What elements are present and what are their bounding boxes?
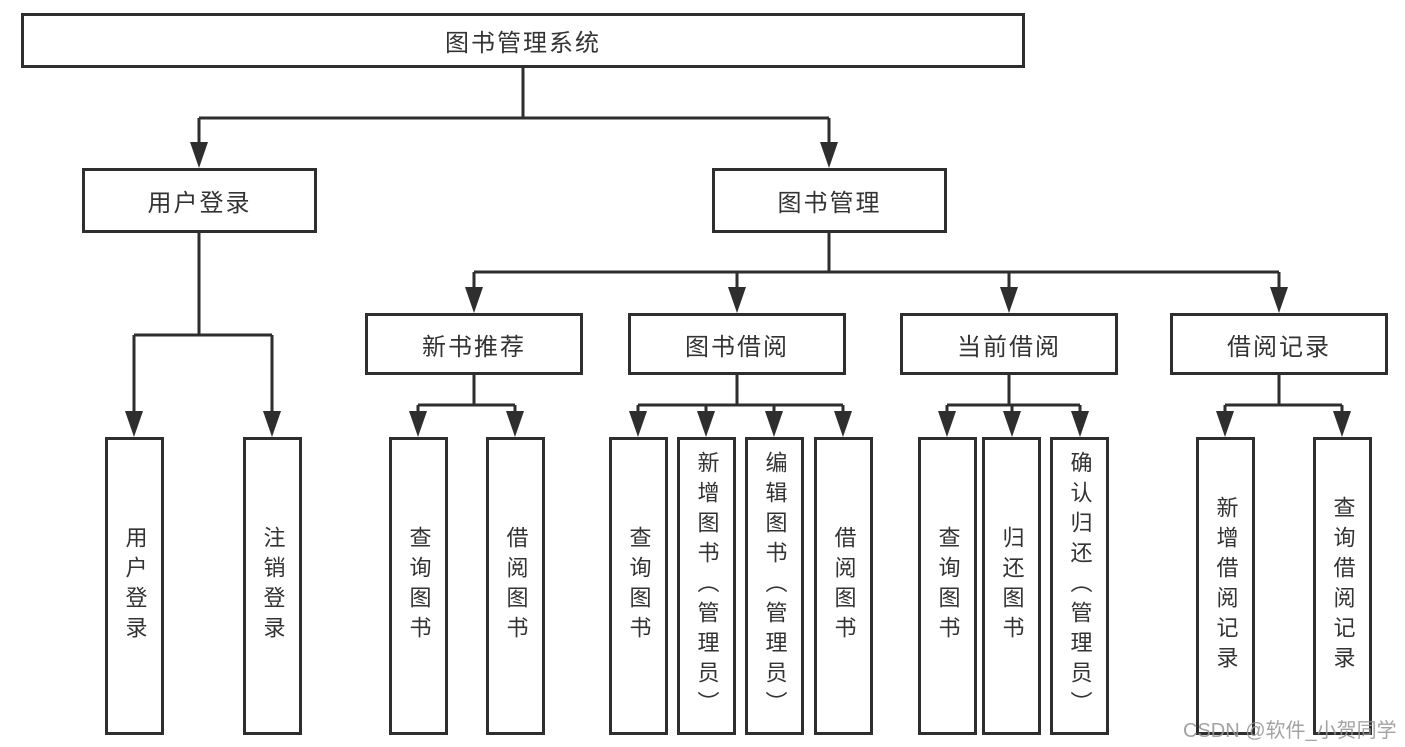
leaf-label: 查询图书: [406, 526, 432, 646]
leaf-label: 借阅图书: [503, 526, 529, 646]
leaf-label: 新增借阅记录: [1213, 496, 1239, 676]
csdn-watermark: CSDN @软件_小贺同学: [1183, 720, 1397, 742]
arrow-down-icon: [938, 411, 956, 437]
leaf-query-books-recommendation: 查询图书: [389, 437, 448, 735]
leaf-label: 归还图书: [999, 526, 1025, 646]
leaf-return-book: 归还图书: [982, 437, 1041, 735]
leaf-label: 注销登录: [260, 526, 286, 646]
arrow-down-icon: [1003, 411, 1021, 437]
arrow-down-icon: [1333, 411, 1351, 437]
leaf-confirm-return-admin: 确认归还（管理员）: [1050, 437, 1109, 735]
leaf-label: 新增图书（管理员）: [694, 451, 720, 721]
leaf-label: 确认归还（管理员）: [1067, 451, 1093, 721]
node-borrowing-records: 借阅记录: [1170, 313, 1388, 375]
arrow-down-icon: [465, 287, 483, 313]
arrow-down-icon: [834, 411, 852, 437]
arrow-down-icon: [728, 287, 746, 313]
leaf-borrow-books-recommendation: 借阅图书: [486, 437, 545, 735]
arrow-down-icon: [1000, 287, 1018, 313]
node-current-borrowing: 当前借阅: [900, 313, 1118, 375]
leaf-label: 查询图书: [935, 526, 961, 646]
leaf-add-book-admin: 新增图书（管理员）: [677, 437, 736, 735]
node-new-book-recommendation: 新书推荐: [365, 313, 583, 375]
arrow-down-icon: [697, 411, 715, 437]
leaf-label: 借阅图书: [831, 526, 857, 646]
leaf-logout: 注销登录: [243, 437, 302, 735]
leaf-add-borrow-record: 新增借阅记录: [1196, 437, 1255, 735]
arrow-down-icon: [820, 142, 838, 168]
node-book-borrowing: 图书借阅: [628, 313, 846, 375]
arrow-down-icon: [125, 411, 143, 437]
leaf-query-borrow-record: 查询借阅记录: [1313, 437, 1372, 735]
leaf-query-books-borrowing: 查询图书: [609, 437, 668, 735]
leaf-label: 编辑图书（管理员）: [762, 451, 788, 721]
leaf-label: 查询借阅记录: [1330, 496, 1356, 676]
leaf-label: 用户登录: [122, 526, 148, 646]
node-user-login-branch: 用户登录: [82, 168, 317, 233]
node-book-management-branch: 图书管理: [712, 168, 947, 233]
leaf-query-books-current: 查询图书: [918, 437, 977, 735]
leaf-edit-book-admin: 编辑图书（管理员）: [745, 437, 804, 735]
leaf-label: 查询图书: [626, 526, 652, 646]
leaf-user-login: 用户登录: [105, 437, 164, 735]
arrow-down-icon: [506, 411, 524, 437]
arrow-down-icon: [190, 142, 208, 168]
arrow-down-icon: [765, 411, 783, 437]
arrow-down-icon: [409, 411, 427, 437]
arrow-down-icon: [1216, 411, 1234, 437]
arrow-down-icon: [629, 411, 647, 437]
node-root-library-management-system: 图书管理系统: [21, 13, 1025, 68]
arrow-down-icon: [1270, 287, 1288, 313]
arrow-down-icon: [1071, 411, 1089, 437]
arrow-down-icon: [263, 411, 281, 437]
leaf-borrow-books-borrowing: 借阅图书: [814, 437, 873, 735]
